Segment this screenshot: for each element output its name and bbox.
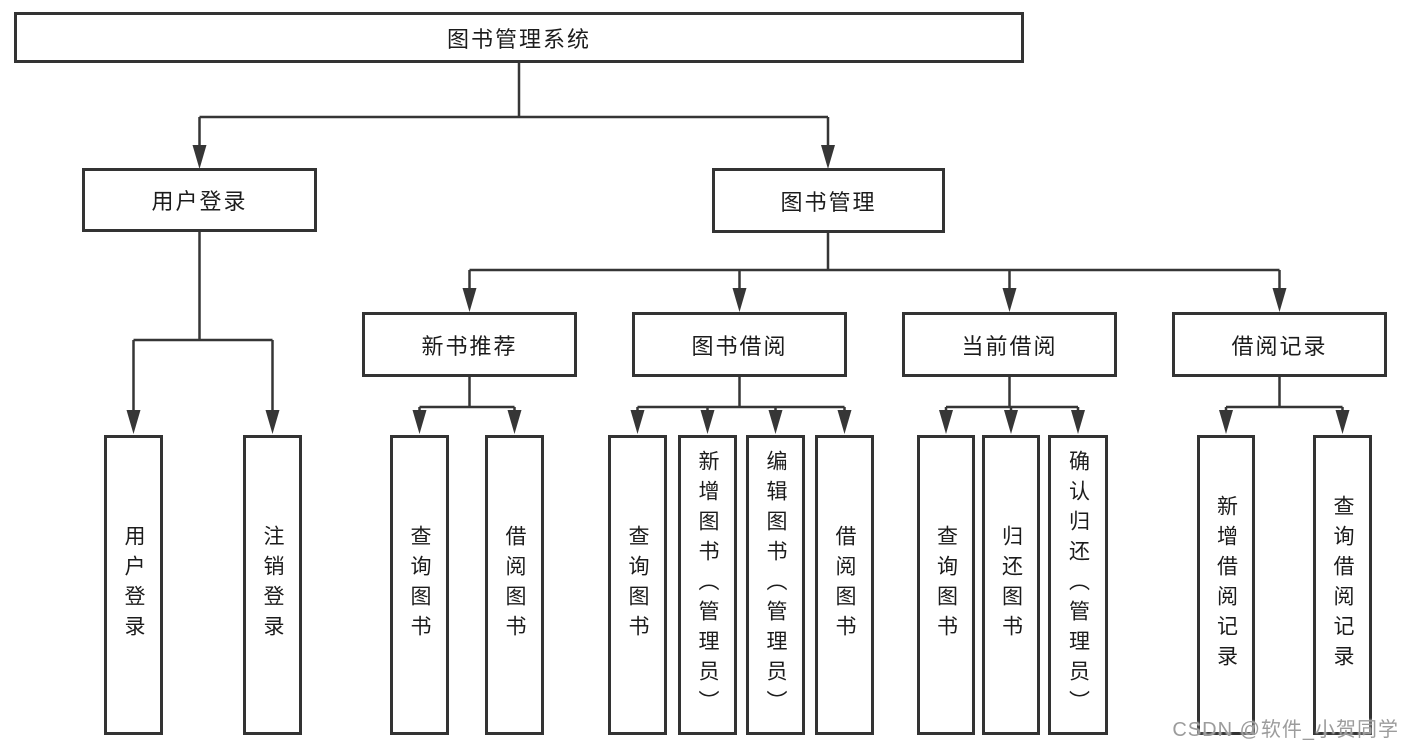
arrowhead <box>732 288 747 312</box>
arrowhead <box>700 410 715 434</box>
leaf-confirm-return-admin: 确认归还（管理员） <box>1048 435 1108 735</box>
node-label: 新书推荐 <box>421 333 518 359</box>
arrowhead <box>1002 288 1017 312</box>
node-label: 图书管理系统 <box>446 26 591 52</box>
leaf-query-books-recommend: 查询图书 <box>390 435 449 735</box>
arrowhead <box>1071 410 1085 434</box>
arrowhead <box>462 288 477 312</box>
arrowhead <box>1272 288 1287 312</box>
node-label: 借阅记录 <box>1231 333 1328 359</box>
edge-borrow-to-leaves <box>630 377 852 434</box>
arrowhead <box>192 145 207 169</box>
node-label: 图书借阅 <box>691 333 788 359</box>
leaf-borrow-books-recommend: 借阅图书 <box>485 435 544 735</box>
edge-current-to-leaves <box>939 377 1085 434</box>
leaf-label: 编辑图书（管理员） <box>764 450 787 720</box>
edge-login-to-leaves <box>126 232 280 434</box>
leaf-label: 借阅图书 <box>833 525 856 645</box>
leaf-label: 注销登录 <box>261 525 284 645</box>
node-label: 当前借阅 <box>961 333 1058 359</box>
leaf-label: 查询图书 <box>934 525 958 645</box>
leaf-label: 借阅图书 <box>503 525 526 645</box>
arrowhead <box>1219 410 1233 434</box>
arrowhead <box>821 145 835 169</box>
leaf-query-borrow-record: 查询借阅记录 <box>1313 435 1372 735</box>
leaf-edit-book-admin: 编辑图书（管理员） <box>746 435 805 735</box>
leaf-label: 新增借阅记录 <box>1214 495 1238 675</box>
node-label: 图书管理 <box>780 189 877 215</box>
leaf-query-books-current: 查询图书 <box>917 435 975 735</box>
arrowhead <box>768 410 783 434</box>
edge-root-to-level2 <box>192 63 835 169</box>
csdn-watermark: CSDN @软件_小贺同学 <box>1172 719 1399 741</box>
arrowhead <box>507 410 522 434</box>
node-library-system: 图书管理系统 <box>14 12 1024 63</box>
node-book-borrow: 图书借阅 <box>632 312 847 377</box>
leaf-add-borrow-record: 新增借阅记录 <box>1197 435 1255 735</box>
arrowhead <box>126 410 141 434</box>
arrowhead <box>939 410 953 434</box>
leaf-logout: 注销登录 <box>243 435 302 735</box>
arrowhead <box>412 410 427 434</box>
edge-mgmt-to-level3 <box>462 233 1287 312</box>
leaf-label: 用户登录 <box>122 525 145 645</box>
node-borrow-records: 借阅记录 <box>1172 312 1387 377</box>
arrowhead <box>265 410 280 434</box>
leaf-label: 确认归还（管理员） <box>1066 450 1090 720</box>
leaf-label: 查询借阅记录 <box>1331 495 1354 675</box>
arrowhead <box>630 410 645 434</box>
leaf-label: 归还图书 <box>999 525 1023 645</box>
leaf-query-books-borrow: 查询图书 <box>608 435 667 735</box>
node-book-management: 图书管理 <box>712 168 945 233</box>
arrowhead <box>1004 410 1018 434</box>
node-label: 用户登录 <box>151 189 248 214</box>
leaf-label: 查询图书 <box>626 525 649 645</box>
leaf-label: 新增图书（管理员） <box>696 450 719 720</box>
leaf-borrow-books-borrow: 借阅图书 <box>815 435 874 735</box>
arrowhead <box>837 410 852 434</box>
edge-recommend-to-leaves <box>412 377 522 434</box>
node-current-borrow: 当前借阅 <box>902 312 1117 377</box>
arrowhead <box>1335 410 1350 434</box>
node-new-book-recommend: 新书推荐 <box>362 312 577 377</box>
leaf-user-login: 用户登录 <box>104 435 163 735</box>
leaf-return-book: 归还图书 <box>982 435 1040 735</box>
node-user-login: 用户登录 <box>82 168 317 232</box>
leaf-add-book-admin: 新增图书（管理员） <box>678 435 737 735</box>
edge-records-to-leaves <box>1219 377 1350 434</box>
leaf-label: 查询图书 <box>408 525 431 645</box>
